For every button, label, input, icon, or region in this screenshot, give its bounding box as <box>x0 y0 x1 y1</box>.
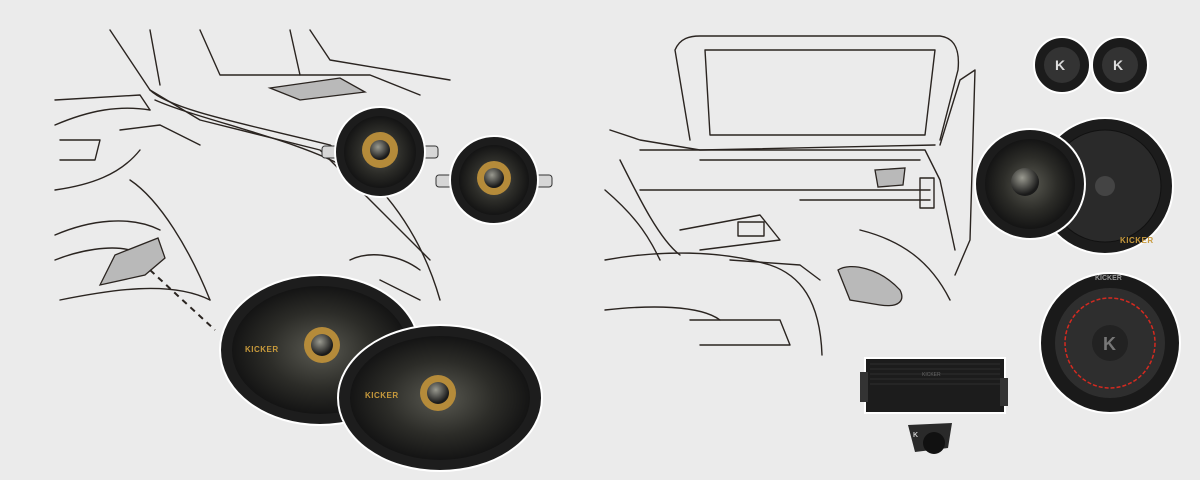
right-car-interior-drawing <box>604 35 976 356</box>
left-car-interior-drawing <box>54 29 451 331</box>
door-speaker-location <box>98 237 166 286</box>
location-pointer-line <box>149 269 216 331</box>
door-speaker-location <box>837 266 903 307</box>
speaker-logo: KICKER <box>365 391 399 400</box>
subwoofer: K KICKER <box>1039 272 1181 414</box>
tweeter-left: K <box>1033 36 1091 94</box>
tweeter-right: K <box>1091 36 1149 94</box>
component-woofer <box>974 128 1086 240</box>
bass-remote-knob: K <box>908 423 952 454</box>
dash-speaker-left <box>321 106 439 198</box>
door-handle-location <box>874 167 906 188</box>
svg-text:KICKER: KICKER <box>1120 236 1154 245</box>
svg-text:K: K <box>1103 334 1116 354</box>
dash-speaker-right <box>435 135 553 225</box>
coaxial-6x9-speaker-front: KICKER <box>337 324 543 472</box>
svg-text:K: K <box>1055 57 1065 73</box>
speaker-logo: KICKER <box>245 345 279 354</box>
svg-text:K: K <box>1113 57 1123 73</box>
svg-text:KICKER: KICKER <box>1095 275 1122 282</box>
svg-text:KICKER: KICKER <box>922 372 941 378</box>
amplifier: KICKER <box>860 357 1008 414</box>
svg-text:K: K <box>913 432 918 439</box>
dash-speaker-location <box>267 77 368 101</box>
